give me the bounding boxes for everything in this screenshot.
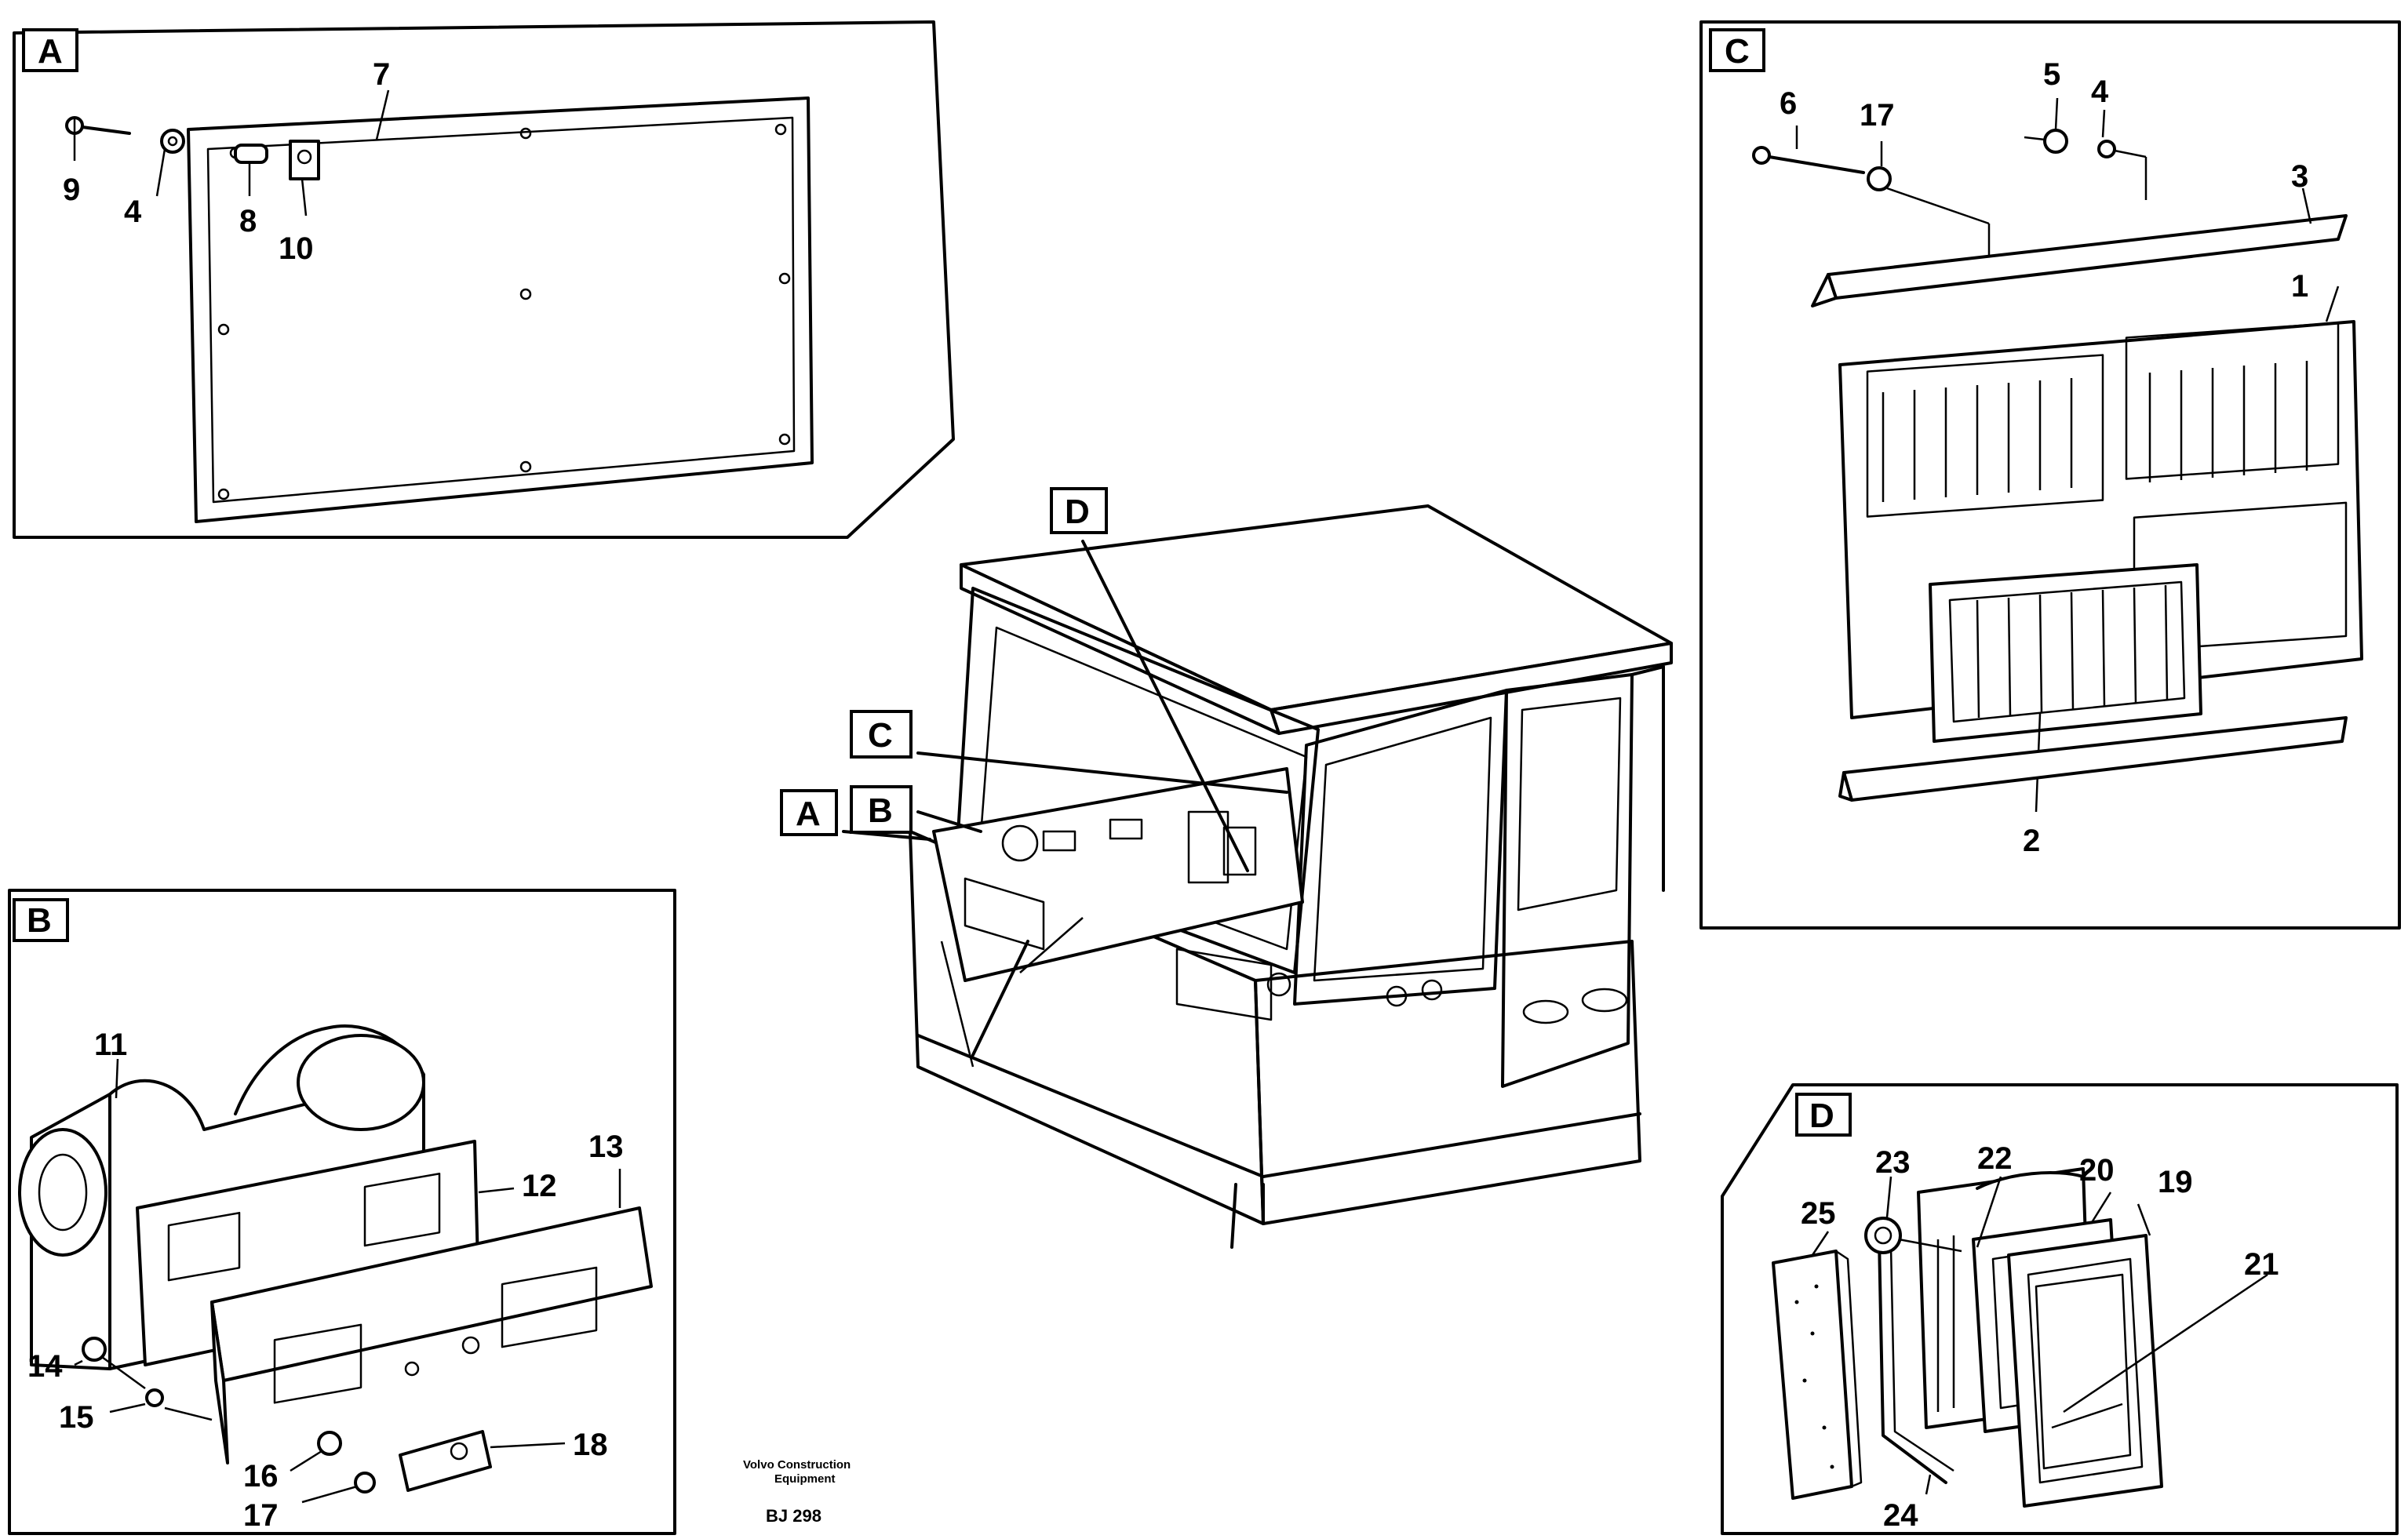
label-d-21: 21 xyxy=(2244,1247,2279,1282)
panel-b: B xyxy=(8,889,676,1535)
label-a-9: 9 xyxy=(63,173,80,207)
screw-9 xyxy=(65,116,131,161)
panel-13 xyxy=(210,1169,653,1464)
label-c-17: 17 xyxy=(1860,98,1895,133)
foam-25 xyxy=(1772,1231,1863,1500)
label-b-17: 17 xyxy=(243,1498,279,1533)
drawing-code: BJ 298 xyxy=(766,1506,821,1526)
callout-a-box xyxy=(780,789,838,836)
nut-16 xyxy=(290,1431,342,1472)
label-b-13: 13 xyxy=(588,1130,624,1164)
panel-c-tag-box xyxy=(1709,28,1765,72)
washer-15 xyxy=(109,1388,213,1421)
label-b-15: 15 xyxy=(59,1400,94,1435)
screw-14 xyxy=(74,1337,146,1390)
filter-2 xyxy=(1929,563,2202,813)
label-c-4: 4 xyxy=(2091,75,2109,109)
label-d-24: 24 xyxy=(1883,1498,1918,1533)
panel-a-tag: A xyxy=(38,32,63,71)
label-c-5: 5 xyxy=(2043,57,2060,92)
label-a-4: 4 xyxy=(124,195,142,229)
latch-8 xyxy=(234,144,268,196)
label-c-2: 2 xyxy=(2023,824,2040,858)
washer-4-c xyxy=(2097,109,2148,200)
label-b-11: 11 xyxy=(94,1028,127,1062)
panel-b-tag-box xyxy=(13,898,69,942)
label-a-8: 8 xyxy=(239,204,257,238)
callout-d-box xyxy=(1050,487,1108,534)
blower-11 xyxy=(18,1024,425,1370)
label-c-1: 1 xyxy=(2291,269,2308,304)
rail-bottom xyxy=(1838,716,2348,802)
filter-hatching xyxy=(1882,361,2308,502)
label-d-19: 19 xyxy=(2158,1165,2193,1199)
callout-a: A xyxy=(796,795,821,833)
callout-c: C xyxy=(868,716,893,755)
nut-17-c xyxy=(1867,141,1991,259)
panel-c-tag: C xyxy=(1725,32,1750,71)
washer-4 xyxy=(155,129,185,197)
panel-d-tag-box xyxy=(1795,1093,1852,1137)
latch-10 xyxy=(289,140,320,216)
panel-d: D xyxy=(1721,1083,2399,1535)
label-b-18: 18 xyxy=(573,1428,608,1462)
label-b-12: 12 xyxy=(522,1169,557,1203)
rail-3 xyxy=(1811,187,2348,307)
frame-19 xyxy=(2007,1203,2268,1508)
bolt-6 xyxy=(1752,126,1865,174)
callout-b: B xyxy=(868,791,893,830)
panel-a-tag-box xyxy=(22,28,78,72)
label-a-10: 10 xyxy=(279,231,314,266)
label-b-14: 14 xyxy=(27,1349,63,1384)
panel-c: C xyxy=(1699,20,2401,930)
bracket-18 xyxy=(399,1430,566,1492)
publisher-line-1: Volvo Construction xyxy=(743,1458,851,1472)
nut-17 xyxy=(301,1472,376,1504)
panel-b-tag: B xyxy=(27,901,52,940)
panel-a: A xyxy=(13,20,955,539)
label-d-25: 25 xyxy=(1801,1196,1836,1231)
footer: Volvo Construction Equipment BJ 298 xyxy=(743,1458,851,1526)
cab-illustration xyxy=(909,504,1673,1249)
callout-b-box xyxy=(850,785,913,834)
label-c-3: 3 xyxy=(2291,159,2308,194)
center-callouts: D C A B xyxy=(780,487,1108,836)
callout-c-box xyxy=(850,710,913,759)
publisher-line-2: Equipment xyxy=(774,1472,836,1486)
gasket-24 xyxy=(1878,1238,1954,1495)
label-b-16: 16 xyxy=(243,1459,279,1494)
label-c-6: 6 xyxy=(1780,86,1797,121)
label-d-22: 22 xyxy=(1977,1141,2013,1176)
label-a-7: 7 xyxy=(373,57,390,92)
label-d-23: 23 xyxy=(1875,1145,1911,1180)
knob-23 xyxy=(1864,1176,1962,1254)
cover-plate xyxy=(187,96,814,523)
nut-5 xyxy=(2024,97,2068,154)
label-d-20: 20 xyxy=(2079,1153,2115,1188)
callout-d: D xyxy=(1065,493,1090,531)
panel-d-tag: D xyxy=(1809,1097,1834,1135)
